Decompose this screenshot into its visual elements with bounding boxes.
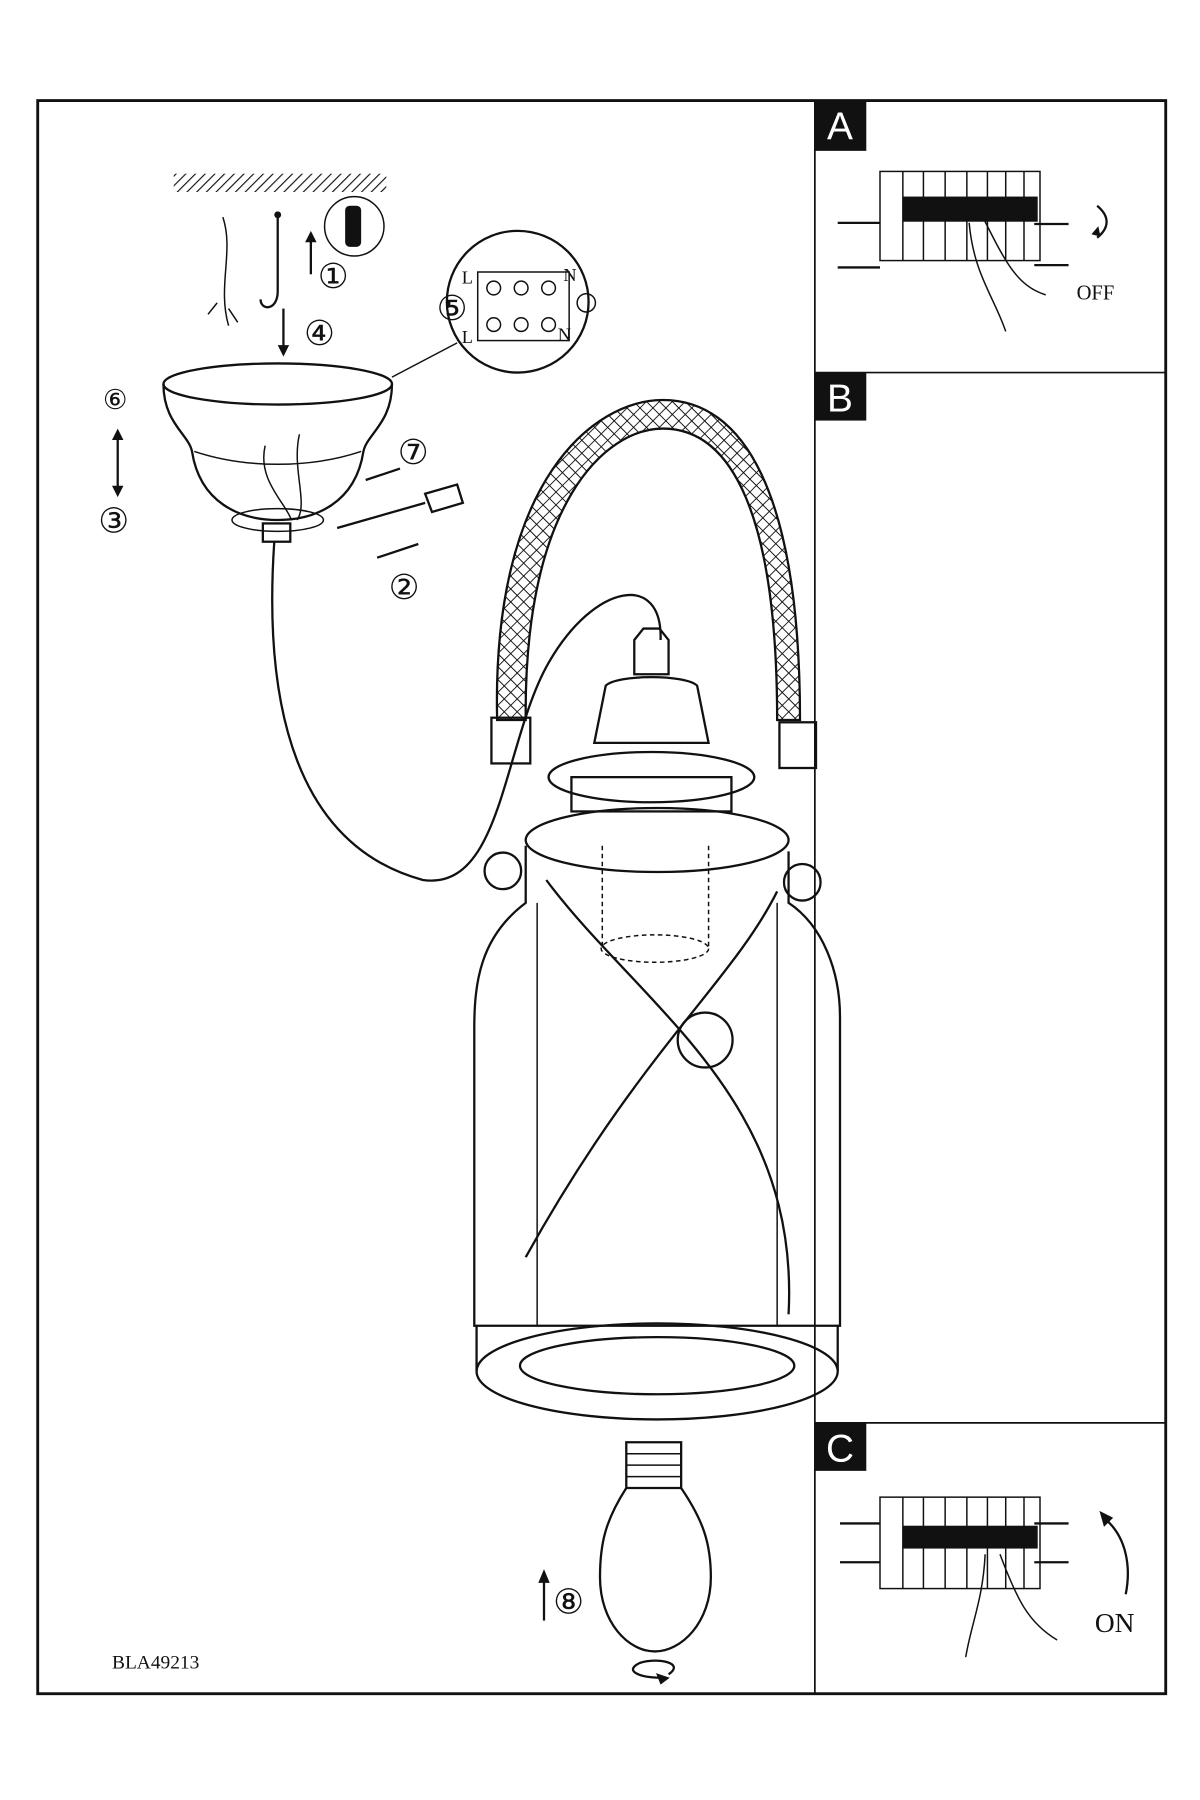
panel-c-label: C	[814, 1422, 867, 1471]
ceiling-hook	[259, 211, 282, 309]
screwdriver-icon	[336, 483, 465, 530]
on-label: ON	[1095, 1608, 1135, 1638]
step-6: ⑥	[103, 385, 128, 415]
diagram-frame	[36, 99, 1168, 1696]
light-bulb	[598, 1441, 713, 1653]
off-label: OFF	[1077, 282, 1115, 304]
screw-direction-arrows-icon	[365, 467, 419, 559]
panel-b-label: B	[814, 372, 867, 421]
ceiling-hatch	[173, 173, 387, 192]
terminal-label-l-bottom: L	[462, 327, 473, 347]
circuit-breaker-on: ON	[840, 1496, 1135, 1658]
step-7: ⑦	[398, 434, 429, 472]
ground-symbol-icon	[576, 292, 597, 313]
panel-c-label-text: C	[826, 1428, 854, 1471]
up-down-arrow-icon	[112, 428, 124, 498]
panel-a-label: A	[814, 100, 867, 151]
circuit-breaker-off: OFF	[837, 170, 1115, 332]
rotate-down-arrow-icon	[1091, 204, 1108, 239]
step-5: ⑤	[437, 290, 468, 328]
hand-icon	[964, 1554, 1058, 1658]
terminal-label-n-bottom: N	[558, 325, 571, 345]
ceiling-canopy	[162, 362, 394, 543]
wall-plug-icon	[323, 195, 385, 257]
hand-icon	[968, 216, 1046, 332]
terminal-block-callout: L L N N	[391, 229, 597, 378]
terminal-label-n-top: N	[563, 265, 576, 285]
step-1: ①	[318, 258, 349, 296]
panel-b-label-text: B	[827, 377, 853, 420]
step-2: ②	[389, 569, 420, 607]
rope-handle	[483, 398, 822, 902]
up-arrow-icon	[305, 230, 317, 275]
step-4: ④	[304, 315, 335, 353]
model-code: BLA49213	[112, 1653, 199, 1674]
mains-wires	[207, 216, 239, 326]
rotate-up-arrow-icon	[1099, 1510, 1129, 1595]
terminal-label-l-top: L	[462, 267, 473, 287]
lantern-body	[473, 627, 842, 1421]
panel-a-label-text: A	[827, 105, 853, 148]
bulb-insert-arrow-icon	[538, 1569, 550, 1621]
step-3: ③	[98, 503, 129, 541]
step-8: ⑧	[553, 1584, 584, 1622]
rotate-arrow-icon	[631, 1659, 675, 1685]
power-cable	[271, 541, 662, 882]
down-arrow-icon	[277, 308, 290, 357]
